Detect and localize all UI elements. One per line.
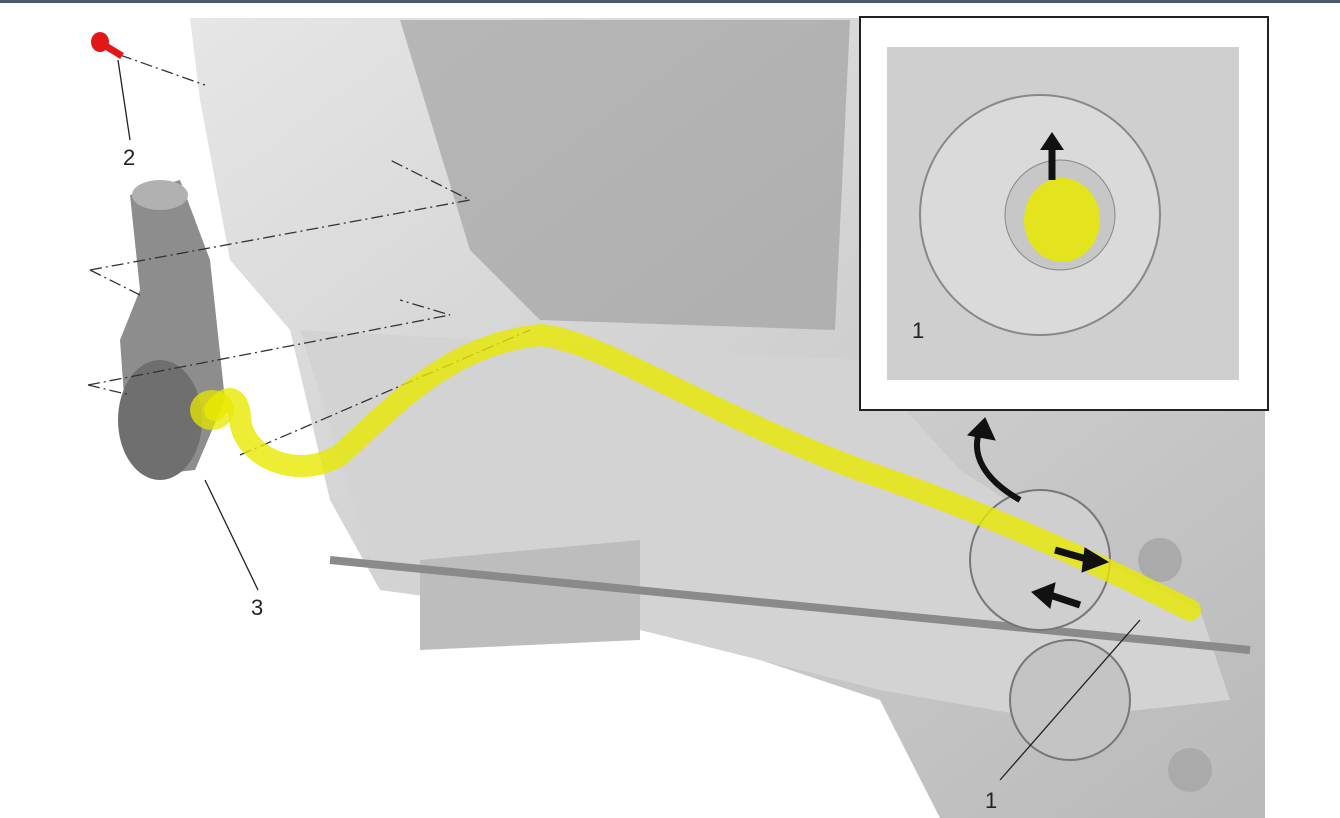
detail-inset (859, 16, 1269, 411)
window-top-bar (0, 0, 1340, 3)
cable-highlight (204, 323, 1201, 621)
callout-1-main: 1 (985, 788, 997, 813)
callout-3: 3 (251, 595, 263, 620)
callout-1-inset: 1 (912, 318, 924, 343)
bolt-icon (91, 32, 124, 59)
motor-assembly (118, 180, 225, 480)
arrow-icon (966, 417, 1110, 609)
callout-2: 2 (123, 145, 135, 170)
alignment-lines (87, 54, 531, 456)
